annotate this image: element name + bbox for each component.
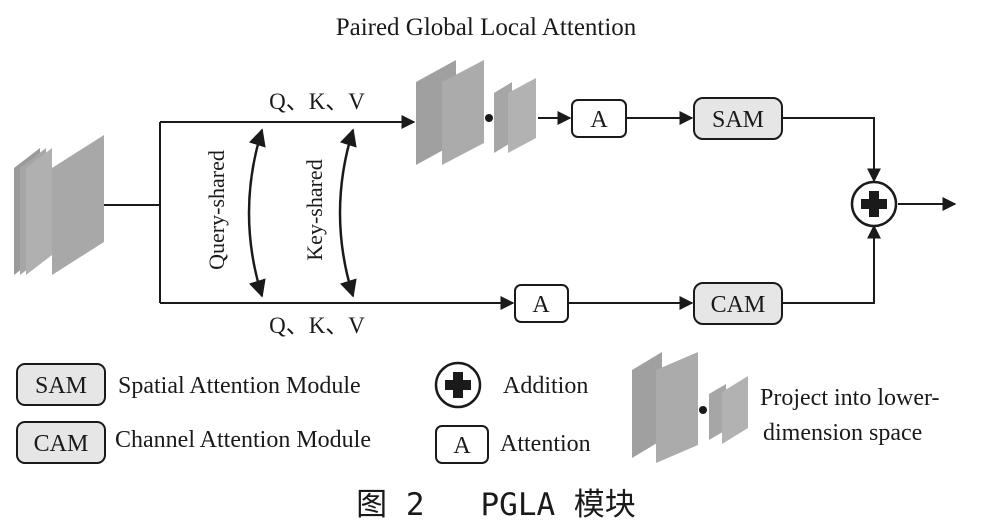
figure-caption: 图 2 PGLA 模块 xyxy=(356,487,636,523)
bottom-attention-label: A xyxy=(532,292,550,318)
cam-module: CAM xyxy=(693,282,783,325)
legend-sam: SAM Spatial Attention Module xyxy=(16,363,361,406)
top-branch-label: Q、K、V xyxy=(269,89,365,114)
legend-cam: CAM Channel Attention Module xyxy=(16,421,371,464)
legend-sam-desc: Spatial Attention Module xyxy=(118,373,361,399)
legend: SAM Spatial Attention Module CAM Channel… xyxy=(16,352,939,464)
legend-addition-desc: Addition xyxy=(503,373,588,399)
legend-projection-desc-line2: dimension space xyxy=(763,420,922,446)
addition-node-icon xyxy=(850,180,898,228)
input-feature-maps xyxy=(14,135,104,275)
query-shared-label: Query-shared xyxy=(204,150,229,270)
key-shared-label: Key-shared xyxy=(302,159,327,260)
diagram-title: Paired Global Local Attention xyxy=(336,14,637,41)
top-attention-box: A xyxy=(571,99,627,138)
legend-addition-icon xyxy=(434,361,482,409)
sam-module: SAM xyxy=(693,97,783,140)
legend-attention-key: A xyxy=(453,433,471,459)
legend-attention: A Attention xyxy=(435,425,591,464)
legend-projection-icon xyxy=(632,352,748,463)
legend-projection: Project into lower- dimension space xyxy=(632,352,939,463)
bottom-branch-label: Q、K、V xyxy=(269,313,365,338)
top-attention-label: A xyxy=(590,107,608,133)
legend-cam-desc: Channel Attention Module xyxy=(115,427,371,453)
legend-sam-key: SAM xyxy=(35,373,87,399)
connection-lines xyxy=(104,111,957,310)
bottom-attention-box: A xyxy=(514,284,569,323)
legend-cam-key: CAM xyxy=(34,431,89,457)
legend-addition: Addition xyxy=(434,361,588,409)
legend-attention-desc: Attention xyxy=(500,431,591,457)
sam-module-label: SAM xyxy=(712,107,764,133)
legend-projection-desc-line1: Project into lower- xyxy=(760,385,939,411)
key-shared-arrow xyxy=(338,128,357,298)
query-shared-arrow xyxy=(247,128,266,298)
cam-module-label: CAM xyxy=(711,292,766,318)
projection-feature-maps xyxy=(416,60,536,165)
